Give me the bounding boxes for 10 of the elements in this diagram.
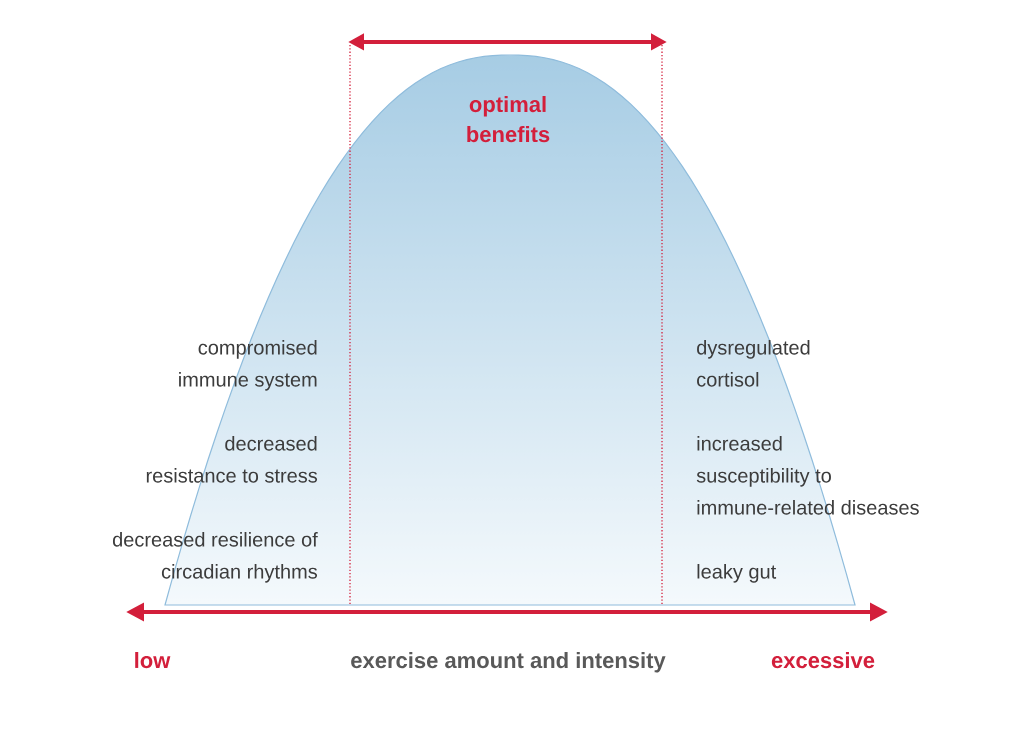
axis-end-label: low	[135, 652, 171, 669]
axis-end-label: excessive	[771, 652, 875, 669]
range-label: optimal benefits	[467, 96, 550, 143]
effect-label: decreased resilience of circadian rhythms	[113, 532, 318, 583]
axis-title: exercise amount and intensity	[351, 652, 666, 673]
effect-label: leaky gut	[697, 564, 777, 583]
effect-label: decreased resistance to stress	[146, 436, 318, 483]
effect-label: compromised immune system	[179, 340, 317, 391]
effect-label: dysregulated cortisol	[697, 340, 810, 387]
effect-label: increased susceptibility to immune-related diseases	[696, 436, 919, 515]
